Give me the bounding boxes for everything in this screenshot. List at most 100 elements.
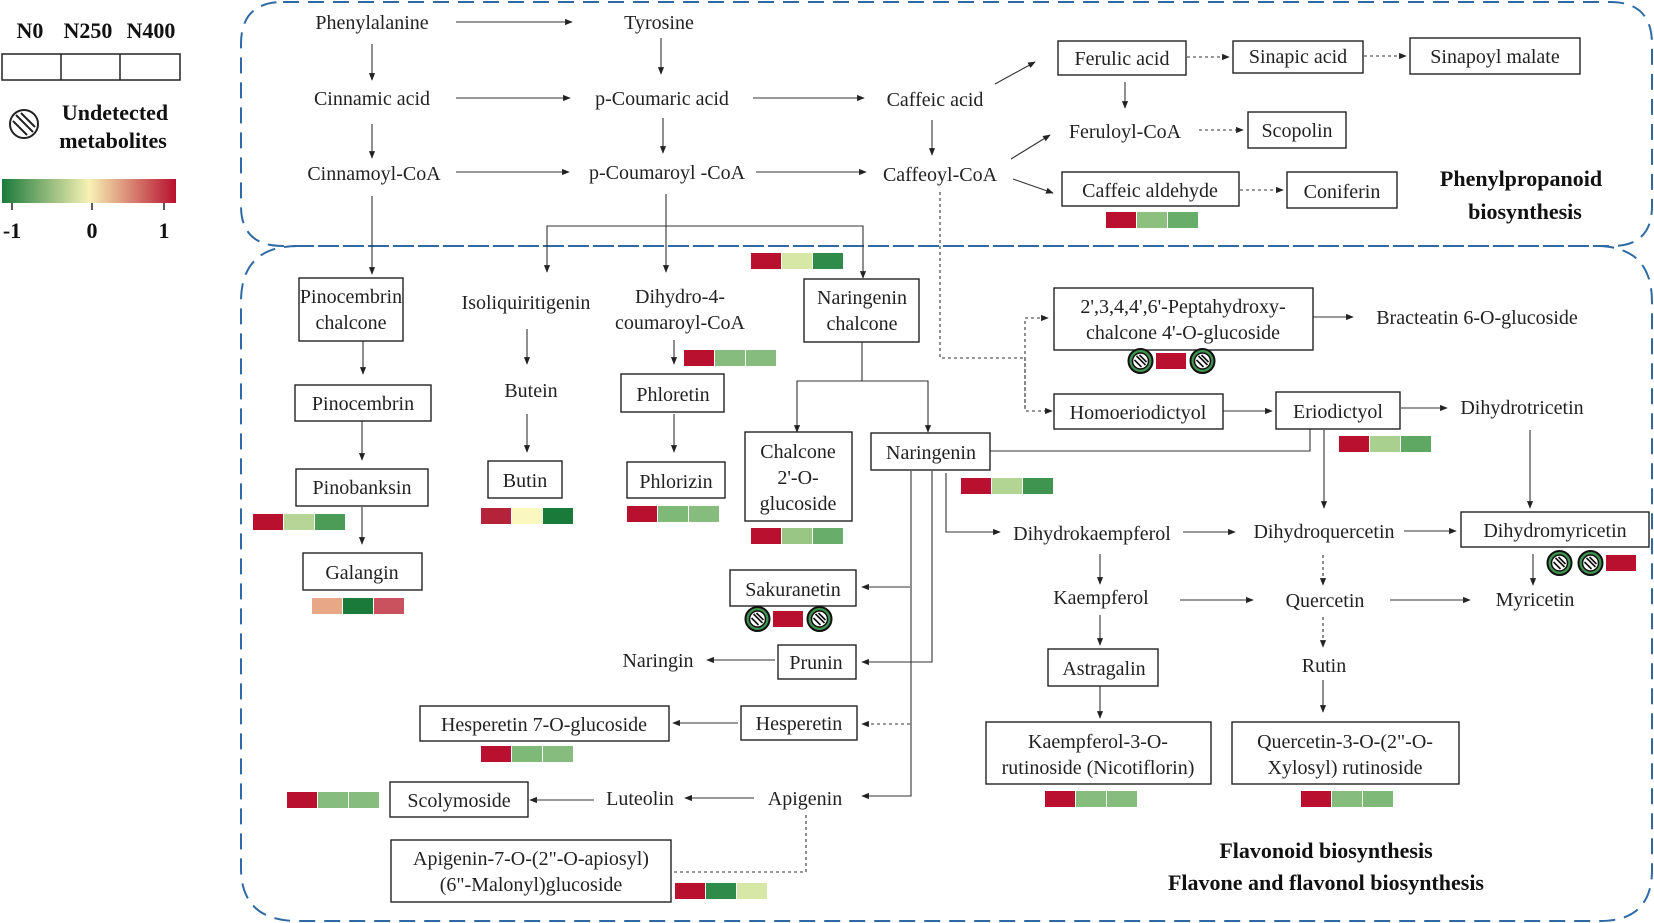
heat-strip-quercetin-3-o-xylosyl-rutinoside [1301, 791, 1393, 807]
heat-cell [658, 506, 688, 522]
metabolite-label-galangin: Galangin [325, 562, 398, 584]
heat-cell [782, 253, 812, 269]
metabolite-label-myricetin: Myricetin [1496, 589, 1575, 611]
heat-strip-naringenin [961, 478, 1053, 494]
heat-strip-pinobanksin [253, 514, 345, 530]
metabolite-label-apigenin: Apigenin [768, 788, 842, 810]
metabolite-label-quercetin-3-o-xylosyl-rutinoside-line2: Xylosyl) rutinoside [1268, 757, 1423, 779]
heat-strip-galangin [312, 598, 404, 614]
metabolite-label-cinnamoyl-coa: Cinnamoyl-CoA [307, 163, 441, 185]
metabolite-label-isoliquiritigenin: Isoliquiritigenin [462, 292, 591, 314]
flavonoid-region [240, 245, 1653, 922]
heat-cell [284, 514, 314, 530]
metabolite-label-dihydro-4-coumaroyl-coa-line1: Dihydro-4- [635, 286, 725, 308]
heat-cell [1401, 436, 1431, 452]
metabolite-label-hesperetin-7-o-glucoside: Hesperetin 7-O-glucoside [441, 714, 647, 736]
metabolite-label-naringenin-chalcone-line1: Naringenin [817, 287, 907, 309]
heat-cell [1106, 212, 1136, 228]
legend-condition-n0: N0 [17, 18, 44, 43]
legend: N0 N250 N400 Undetected metabolites -1 0… [1, 18, 181, 243]
heat-cell [1370, 436, 1400, 452]
heat-cell [543, 746, 573, 762]
undetected-icon [806, 606, 833, 632]
heat-cell [1045, 791, 1075, 807]
heat-cell [782, 528, 812, 544]
scale-min-label: -1 [3, 218, 21, 243]
undetected-icon [1189, 348, 1216, 374]
heat-cell [512, 746, 542, 762]
heat-cell [689, 506, 719, 522]
metabolite-label-apigenin-7-o-glucoside-line1: Apigenin-7-O-(2"-O-apiosyl) [413, 848, 649, 870]
legend-condition-n400: N400 [127, 18, 176, 43]
heat-cell [737, 883, 767, 899]
heat-cell [746, 350, 776, 366]
heat-strip-peptahydroxy-chalcone [1127, 348, 1216, 374]
metabolite-label-tyrosine: Tyrosine [624, 12, 694, 34]
heat-strip-dihydromyricetin [1546, 550, 1636, 576]
metabolite-label-prunin: Prunin [789, 652, 842, 674]
metabolite-label-caffeoyl-coa: Caffeoyl-CoA [883, 164, 998, 186]
heat-cell [481, 508, 511, 524]
heat-cell [312, 598, 342, 614]
heat-strip-naringenin-chalcone [751, 253, 843, 269]
metabolite-label-cinnamic-acid: Cinnamic acid [314, 88, 430, 110]
heat-cell [1076, 791, 1106, 807]
heat-cell [1156, 353, 1186, 369]
heat-cell [349, 792, 379, 808]
metabolite-label-peptahydroxy-chalcone-line1: 2',3,4,4',6'-Peptahydroxy- [1080, 296, 1285, 318]
heat-cell [684, 350, 714, 366]
metabolite-label-dihydrokaempferol: Dihydrokaempferol [1013, 523, 1171, 545]
heat-cell [961, 478, 991, 494]
metabolite-label-sinapoyl-malate: Sinapoyl malate [1430, 46, 1560, 68]
heat-cell [773, 611, 803, 627]
metabolite-label-scolymoside: Scolymoside [407, 790, 510, 812]
legend-condition-n250: N250 [64, 18, 113, 43]
metabolite-label-kaempferol-3-o-rutinoside-line2: rutinoside (Nicotiflorin) [1002, 757, 1195, 779]
heat-strip-caffeic-aldehyde [1106, 212, 1198, 228]
heat-cell [318, 792, 348, 808]
undetected-icon [1127, 348, 1154, 374]
heat-cell [675, 883, 705, 899]
heat-strip-butin [481, 508, 573, 524]
legend-cell-frame [1, 53, 181, 81]
heat-cell [992, 478, 1022, 494]
metabolite-label-pinocembrin-chalcone-line1: Pinocembrin [300, 286, 402, 308]
heat-cell [374, 598, 404, 614]
metabolite-label-caffeic-aldehyde: Caffeic aldehyde [1082, 180, 1218, 202]
undetected-icon [9, 109, 39, 139]
metabolite-label-phlorizin: Phlorizin [639, 471, 712, 493]
heat-cell [287, 792, 317, 808]
heat-cell [481, 746, 511, 762]
heat-strip-dihydro-4-coumaroyl-coa [684, 350, 776, 366]
metabolite-label-chalcone-2-o-glucoside-line1: Chalcone [760, 441, 836, 463]
metabolite-label-scopolin: Scopolin [1261, 120, 1332, 142]
heat-cell [1023, 478, 1053, 494]
heat-strip-chalcone-2-o-glucoside [751, 528, 843, 544]
heat-cell [512, 508, 542, 524]
metabolite-label-feruloyl-coa: Feruloyl-CoA [1069, 121, 1182, 143]
heat-cell [1168, 212, 1198, 228]
metabolite-label-quercetin: Quercetin [1286, 590, 1365, 612]
metabolite-label-coniferin: Coniferin [1304, 181, 1381, 203]
metabolite-label-dihydro-4-coumaroyl-coa-line2: coumaroyl-CoA [615, 312, 746, 334]
heat-strip-kaempferol-3-o-rutinoside [1045, 791, 1137, 807]
metabolite-label-chalcone-2-o-glucoside-line2: 2'-O- [777, 467, 818, 489]
scale-max-label: 1 [159, 218, 170, 243]
metabolite-label-butin: Butin [503, 470, 547, 492]
metabolite-label-naringin: Naringin [622, 650, 693, 672]
heat-strip-apigenin-7-o-glucoside [675, 883, 767, 899]
metabolite-label-luteolin: Luteolin [606, 788, 674, 810]
metabolite-label-bracteatin: Bracteatin 6-O-glucoside [1376, 307, 1578, 329]
heat-cell [1301, 791, 1331, 807]
heat-cell [813, 253, 843, 269]
metabolite-label-kaempferol: Kaempferol [1053, 587, 1149, 609]
legend-undetected-line1: Undetected [62, 100, 168, 125]
heat-strip-scolymoside [287, 792, 379, 808]
heat-cell [1339, 436, 1369, 452]
legend-undetected-line2: metabolites [59, 128, 167, 153]
pathway-arrows [358, 18, 1537, 873]
undetected-icon [1546, 550, 1573, 576]
